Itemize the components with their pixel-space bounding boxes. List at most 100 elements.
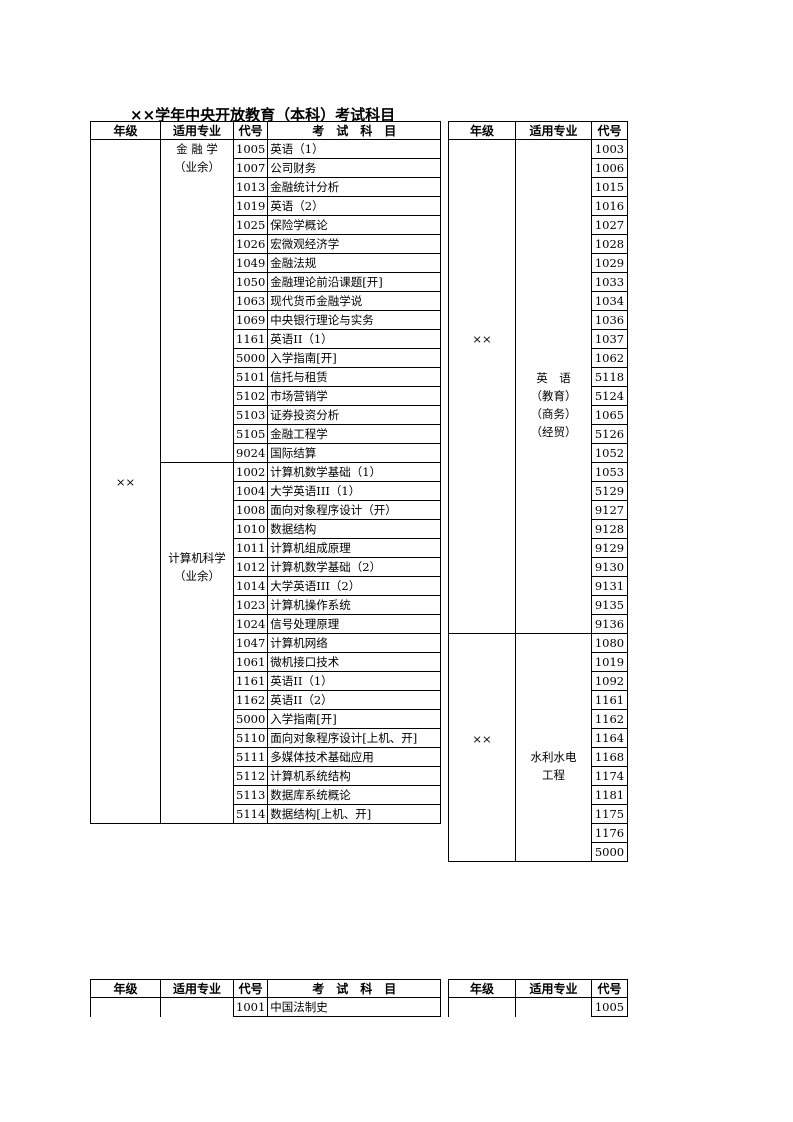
code-cell: 1175 (591, 804, 628, 824)
page-title: ××学年中央开放教育（本科）考试科目 (130, 106, 396, 124)
table-row: 1175 (449, 804, 628, 824)
code-cell: 5000 (232, 348, 269, 368)
code-cell: 1161 (232, 671, 269, 691)
subject-cell: 中国法制史 (267, 997, 442, 1017)
code-cell: 9130 (591, 557, 628, 577)
code-cell: 1050 (232, 272, 269, 292)
table-row: 5000 (449, 842, 628, 862)
major-label: （经贸） (530, 425, 577, 439)
major-cell (160, 997, 234, 1017)
code-cell: 1007 (232, 158, 269, 178)
code-cell: 1001 (232, 997, 269, 1017)
header-code: 代号 (232, 121, 269, 140)
code-cell: 9135 (591, 595, 628, 615)
code-cell: 1027 (591, 215, 628, 235)
major-label: 英 语 (536, 371, 571, 385)
subject-cell: 数据结构 (267, 519, 442, 539)
code-cell: 1015 (591, 177, 628, 197)
table-row: 9127 (449, 500, 628, 520)
code-cell: 9127 (591, 500, 628, 520)
table-row: 1174 (449, 766, 628, 786)
code-cell: 1011 (232, 538, 269, 558)
header-code: 代号 (591, 121, 628, 140)
table-row: 1053 (449, 462, 628, 482)
grade-cell: ×× (448, 139, 516, 634)
code-cell: 1025 (232, 215, 269, 235)
subject-cell: 证券投资分析 (267, 405, 442, 425)
subject-cell: 现代货币金融学说 (267, 291, 442, 311)
major-cell: 水利水电工程 (515, 633, 592, 862)
code-cell: 1028 (591, 234, 628, 254)
code-cell: 5114 (232, 804, 269, 824)
table-row: 1037 (449, 329, 628, 349)
code-cell: 1164 (591, 728, 628, 748)
table-row: 5118 (449, 367, 628, 387)
major-cell: 计算机科学（业余） (160, 462, 234, 824)
code-cell: 1092 (591, 671, 628, 691)
header-grade: 年级 (448, 979, 516, 998)
subject-cell: 面向对象程序设计[上机、开] (267, 728, 442, 748)
code-cell: 9136 (591, 614, 628, 634)
code-cell: 9129 (591, 538, 628, 558)
major-label: （商务） (530, 407, 577, 421)
subject-cell: 中央银行理论与实务 (267, 310, 442, 330)
subject-cell: 计算机系统结构 (267, 766, 442, 786)
major-label: 水利水电 (530, 750, 577, 764)
code-cell: 1168 (591, 747, 628, 767)
major-label: 金 融 学 (176, 142, 218, 156)
header-code: 代号 (232, 979, 269, 998)
code-cell: 1049 (232, 253, 269, 273)
grade-cell (448, 997, 516, 1017)
code-cell: 5000 (232, 709, 269, 729)
subject-cell: 数据结构[上机、开] (267, 804, 442, 824)
code-cell: 1047 (232, 633, 269, 653)
subject-cell: 计算机组成原理 (267, 538, 442, 558)
code-cell: 1174 (591, 766, 628, 786)
subject-cell: 入学指南[开] (267, 348, 442, 368)
right-subject-table-2: 年级 适用专业 代号 1005 (448, 979, 628, 1017)
major-label: （教育） (530, 389, 577, 403)
header-major: 适用专业 (160, 979, 234, 998)
header-subject: 考 试 科 目 (267, 121, 442, 140)
table-row: 9130 (449, 557, 628, 577)
code-cell: 1004 (232, 481, 269, 501)
table-row: 1176 (449, 823, 628, 843)
code-cell: 1062 (591, 348, 628, 368)
code-cell: 1162 (232, 690, 269, 710)
code-cell: 1176 (591, 823, 628, 843)
table-row: ××英 语（教育）（商务）（经贸）1003 (448, 139, 628, 634)
header-major: 适用专业 (515, 979, 592, 998)
code-cell: 5129 (591, 481, 628, 501)
code-cell: 1008 (232, 500, 269, 520)
header-grade: 年级 (448, 121, 516, 140)
code-cell: 1069 (232, 310, 269, 330)
code-cell: 1037 (591, 329, 628, 349)
table-row: 5129 (449, 481, 628, 501)
table-row: 1029 (449, 253, 628, 273)
subject-cell: 英语II（1） (267, 671, 442, 691)
subject-cell: 英语II（1） (267, 329, 442, 349)
header-grade: 年级 (90, 121, 161, 140)
table-row: 1036 (449, 310, 628, 330)
code-cell: 1061 (232, 652, 269, 672)
header-major: 适用专业 (515, 121, 592, 140)
subject-cell: 国际结算 (267, 443, 442, 463)
code-cell: 1161 (591, 690, 628, 710)
code-cell: 1013 (232, 177, 269, 197)
subject-cell: 面向对象程序设计（开） (267, 500, 442, 520)
code-cell: 5000 (591, 842, 628, 862)
header-code: 代号 (591, 979, 628, 998)
